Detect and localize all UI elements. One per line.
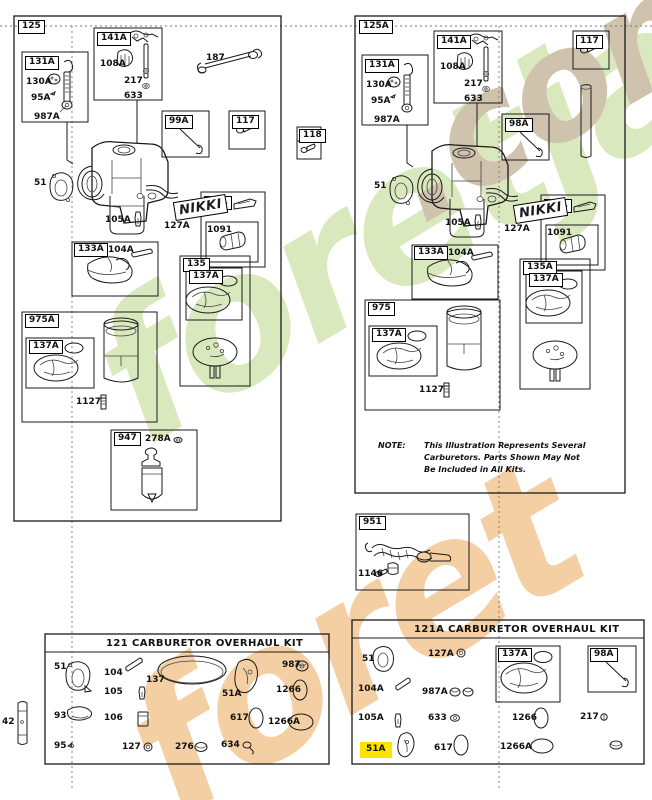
linkage-box-label-951: 951 <box>359 516 386 530</box>
standalone-box-label-118: 118 <box>299 129 326 143</box>
right-kit-title: 121A CARBURETOR OVERHAUL KIT <box>414 624 620 635</box>
side-part-label-42: 42 <box>2 717 15 727</box>
note-line-1: This Illustration Represents Several <box>424 441 586 450</box>
part-label-127a-left: 127A <box>164 221 190 231</box>
part-label-1091-right: 1091 <box>547 228 573 238</box>
part-label-137a-in-975: 137A <box>372 328 406 342</box>
part-label-137a-in-975a: 137A <box>29 340 63 354</box>
right-kit-part-987a: 987A <box>422 687 448 697</box>
sub-box-label-133a-left: 133A <box>74 243 108 257</box>
left-kit-part-51a: 51A <box>222 689 242 699</box>
right-kit-part-617: 617 <box>434 743 453 753</box>
left-kit-title: 121 CARBURETOR OVERHAUL KIT <box>106 638 304 649</box>
sub-box-label-141a-left: 141A <box>97 32 131 46</box>
right-kit-part-51: 51 <box>362 654 375 664</box>
left-kit-part-105: 105 <box>104 687 123 697</box>
right-kit-part-1266a: 1266A <box>500 742 533 752</box>
sub-box-label-117-left: 117 <box>232 115 259 129</box>
sub-box-label-141a-right: 141A <box>437 35 471 49</box>
left-kit-part-93: 93 <box>54 711 67 721</box>
part-label-137a-in-135a: 137A <box>529 273 563 287</box>
note-keyword: NOTE: <box>378 441 406 450</box>
right-kit-part-633: 633 <box>428 713 447 723</box>
sub-box-label-99a-left: 99A <box>165 115 193 129</box>
right-kit-part-217: 217 <box>580 712 599 722</box>
left-kit-part-987: 987 <box>282 660 301 670</box>
part-label-105a-left: 105A <box>105 215 131 225</box>
right-kit-part-137a: 137A <box>498 648 532 662</box>
part-label-105a-right: 105A <box>445 218 471 228</box>
part-label-987a-left: 987A <box>34 112 60 122</box>
right-kit-part-104a: 104A <box>358 684 384 694</box>
part-label-1091-left: 1091 <box>207 225 233 235</box>
part-label-217-left: 217 <box>124 76 143 86</box>
part-label-633-left: 633 <box>124 91 143 101</box>
right-kit-part-98a: 98A <box>590 648 618 662</box>
part-label-95a-left: 95A <box>31 93 51 103</box>
right-kit-part-127a: 127A <box>428 649 454 659</box>
left-kit-part-617: 617 <box>230 713 249 723</box>
left-kit-part-51: 51 <box>54 662 67 672</box>
note-line-3: Be Included in All Kits. <box>424 465 527 474</box>
part-label-1127-left: 1127 <box>76 397 102 407</box>
left-kit-part-137: 137 <box>146 675 165 685</box>
part-label-127a-right: 127A <box>504 224 530 234</box>
sub-box-label-975a-left: 975A <box>25 314 59 328</box>
sub-box-label-947: 947 <box>114 432 141 446</box>
note-line-2: Carburetors. Parts Shown May Not <box>424 453 580 462</box>
sub-box-label-117-right: 117 <box>576 35 603 49</box>
part-label-1146: 1146 <box>358 569 384 579</box>
part-label-108a-left: 108A <box>100 59 126 69</box>
part-label-51-right: 51 <box>374 181 387 191</box>
left-kit-part-106: 106 <box>104 713 123 723</box>
sub-box-label-133a-right: 133A <box>414 246 448 260</box>
left-kit-part-95: 95 <box>54 741 67 751</box>
part-label-633-right: 633 <box>464 94 483 104</box>
part-label-987a-right: 987A <box>374 115 400 125</box>
part-label-104a-left: 104A <box>108 245 134 255</box>
left-kit-part-104: 104 <box>104 668 123 678</box>
group-label-125a: 125A <box>359 20 393 34</box>
part-label-130a-right: 130A <box>366 80 392 90</box>
part-label-137a-in-135: 137A <box>189 270 223 284</box>
right-kit-part-51a-highlighted[interactable]: 51A <box>360 742 392 758</box>
right-kit-part-105a: 105A <box>358 713 384 723</box>
part-label-130a-left: 130A <box>26 77 52 87</box>
group-label-125: 125 <box>18 20 45 34</box>
part-label-187: 187 <box>206 53 225 63</box>
part-label-104a-right: 104A <box>448 248 474 258</box>
sub-box-label-131a-right: 131A <box>365 59 399 73</box>
part-label-108a-right: 108A <box>440 62 466 72</box>
left-kit-part-1266: 1266 <box>276 685 302 695</box>
sub-box-label-975-right: 975 <box>368 302 395 316</box>
part-label-95a-right: 95A <box>371 96 391 106</box>
part-label-278a: 278A <box>145 434 171 444</box>
right-kit-part-1266: 1266 <box>512 713 538 723</box>
left-kit-part-1266a: 1266A <box>268 717 301 727</box>
left-kit-part-634: 634 <box>221 740 240 750</box>
part-label-217-right: 217 <box>464 79 483 89</box>
left-kit-part-127: 127 <box>122 742 141 752</box>
part-label-1127-right: 1127 <box>419 385 445 395</box>
left-kit-part-276: 276 <box>175 742 194 752</box>
sub-box-label-131a-left: 131A <box>25 56 59 70</box>
sub-box-label-98a-right: 98A <box>505 118 533 132</box>
part-label-51-left: 51 <box>34 178 47 188</box>
